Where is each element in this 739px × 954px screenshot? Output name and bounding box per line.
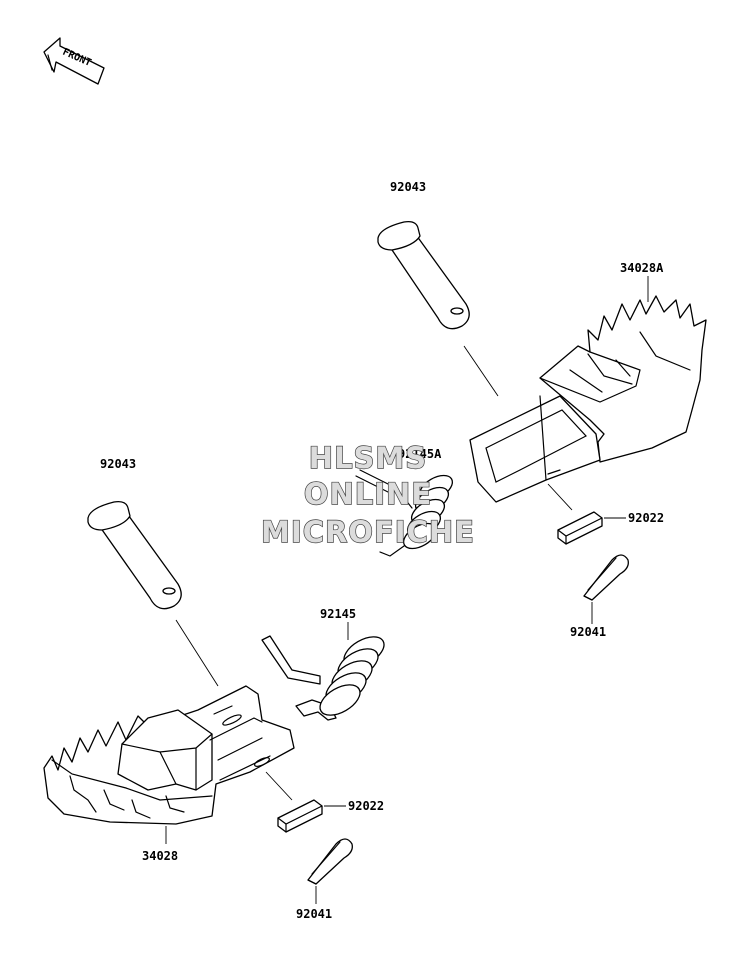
watermark: HLSMS ONLINE MICROFICHE (260, 440, 475, 549)
footpeg-left (43, 685, 295, 825)
label-footpeg-right: 34028A (620, 261, 664, 275)
label-pin-lower: 92043 (100, 457, 136, 471)
watermark-line-2: ONLINE (304, 477, 432, 511)
cotter-lower (307, 838, 353, 885)
washer-upper-axis (547, 483, 573, 511)
washer-upper (557, 511, 603, 545)
label-pin-upper: 92043 (390, 180, 426, 194)
watermark-line-3: MICROFICHE (261, 515, 475, 549)
washer-lower (277, 799, 323, 833)
washer-lower-axis (265, 771, 293, 801)
label-washer-upper: 92022 (628, 511, 664, 525)
label-spring-upper: 92145A (398, 447, 442, 461)
front-arrow: FRONT (43, 37, 105, 85)
label-washer-lower: 92022 (348, 799, 384, 813)
pin-upper (377, 220, 470, 330)
label-cotter-upper: 92041 (570, 625, 606, 639)
pin-lower (87, 500, 182, 610)
cotter-upper (583, 554, 629, 601)
spring-lower (261, 635, 385, 721)
footpeg-right (469, 295, 707, 503)
label-cotter-lower: 92041 (296, 907, 332, 921)
watermark-line-1: HLSMS (309, 441, 427, 475)
label-footpeg-left: 34028 (142, 849, 178, 863)
pin-upper-leader (463, 345, 499, 397)
pin-lower-leader (175, 619, 219, 687)
spring-upper (355, 469, 454, 557)
label-spring-lower: 92145 (320, 607, 356, 621)
